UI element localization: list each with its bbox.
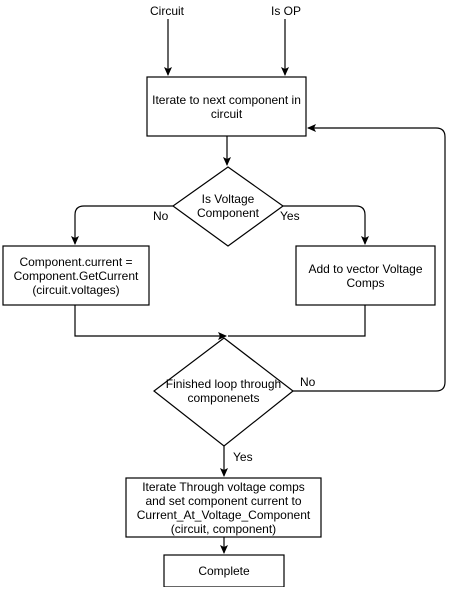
label-is-op: Is OP xyxy=(271,4,302,18)
text-iterate-next: Iterate to next component in circuit xyxy=(152,92,301,121)
box-get-current xyxy=(2,245,150,306)
text-is-voltage: Is Voltage Component xyxy=(196,192,260,220)
edge-label-yes-loop: Yes xyxy=(233,450,253,464)
diamond-is-voltage xyxy=(171,166,285,247)
arrow-no-branch xyxy=(71,205,173,245)
arrow-loop-back xyxy=(293,124,446,392)
text-add-vector: Add to vector Voltage Comps xyxy=(308,261,423,290)
edge-label-yes-voltage: Yes xyxy=(280,209,300,223)
box-iterate-voltage xyxy=(125,477,322,538)
text-iterate-voltage: Iterate Through voltage comps and set co… xyxy=(136,479,311,536)
label-circuit: Circuit xyxy=(150,4,185,18)
box-iterate-next xyxy=(146,76,307,137)
edge-label-no-voltage: No xyxy=(153,209,169,223)
edge-label-no-loop: No xyxy=(300,375,316,389)
text-complete: Complete xyxy=(198,564,250,578)
merge-line-left xyxy=(74,305,227,340)
box-complete xyxy=(163,554,285,588)
text-finished-loop: Finished loop through componenets xyxy=(165,377,282,405)
box-add-vector xyxy=(295,245,436,306)
text-get-current: Component.current = Component.GetCurrent… xyxy=(13,254,139,297)
arrow-yes-branch xyxy=(283,205,369,245)
merge-line-right xyxy=(228,305,366,337)
